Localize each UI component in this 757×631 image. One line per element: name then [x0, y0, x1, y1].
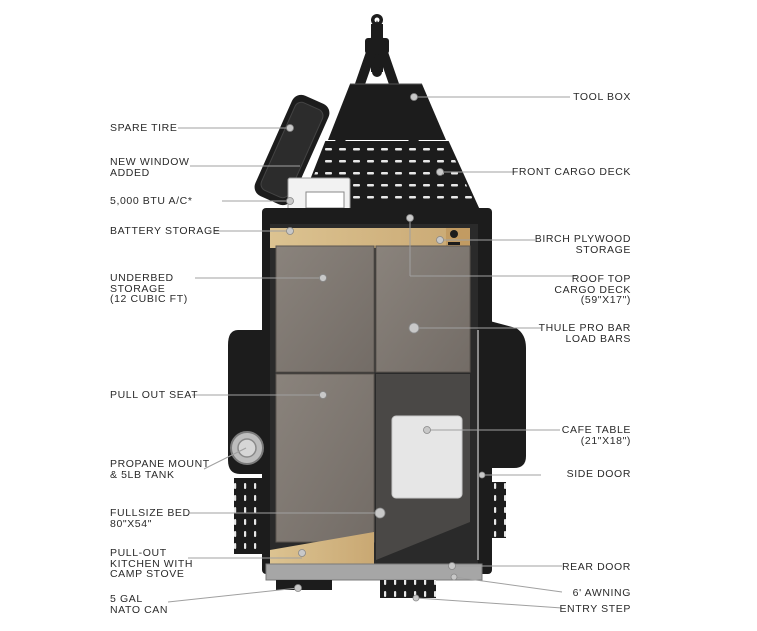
propane-tank-shape	[230, 431, 264, 465]
label-nato-can: 5 GAL NATO CAN	[110, 593, 169, 616]
label-propane-mount: PROPANE MOUNT & 5LB TANK	[110, 458, 210, 481]
spare-tire-shape	[254, 94, 330, 206]
birch-plywood-shape	[270, 228, 470, 248]
label-spare-tire: SPARE TIRE	[110, 122, 178, 134]
label-front-cargo-deck: FRONT CARGO DECK	[511, 166, 631, 178]
rear-bumper	[265, 563, 483, 598]
label-battery-storage: BATTERY STORAGE	[110, 225, 221, 237]
label-ac: 5,000 BTU A/C*	[110, 195, 193, 207]
label-cafe-table: CAFE TABLE (21"X18")	[561, 424, 631, 447]
label-side-door: SIDE DOOR	[566, 468, 631, 480]
label-thule-bars: THULE PRO BAR LOAD BARS	[538, 322, 631, 345]
anchor-dots	[286, 93, 486, 602]
label-entry-step: ENTRY STEP	[559, 603, 631, 615]
kitchen-shape	[270, 532, 374, 564]
label-fullsize-bed: FULLSIZE BED 80"X54"	[110, 507, 191, 530]
leader-lines	[167, 96, 576, 609]
label-underbed-storage: UNDERBED STORAGE (12 CUBIC FT)	[110, 272, 188, 305]
label-tool-box: TOOL BOX	[573, 91, 631, 103]
label-roof-top-cargo: ROOF TOP CARGO DECK (59"X17")	[554, 273, 631, 306]
label-awning: 6' AWNING	[572, 587, 631, 599]
label-pull-out-kitchen: PULL-OUT KITCHEN WITH CAMP STOVE	[110, 547, 194, 580]
label-new-window: NEW WINDOW ADDED	[110, 156, 190, 179]
cafe-table-shape	[391, 415, 463, 499]
label-birch-plywood: BIRCH PLYWOOD STORAGE	[534, 233, 631, 256]
label-pull-out-seat: PULL OUT SEAT	[110, 389, 199, 401]
label-rear-door: REAR DOOR	[562, 561, 631, 573]
tool-box-shape	[328, 83, 446, 140]
